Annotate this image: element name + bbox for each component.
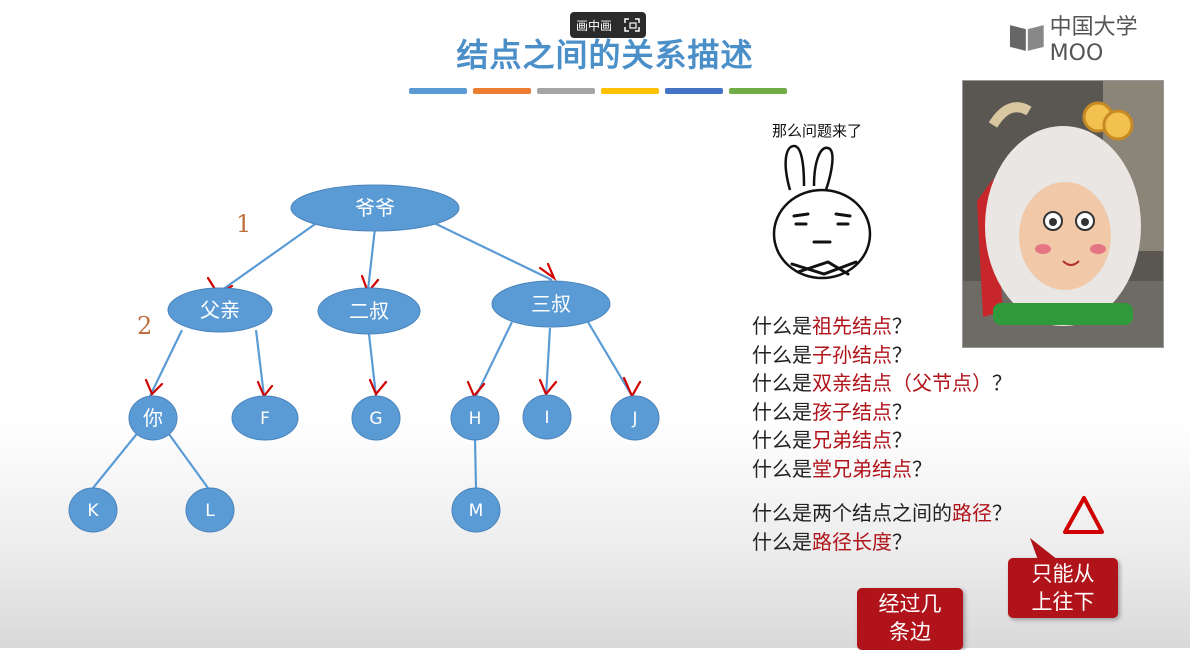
node-k — [68, 487, 118, 533]
node-h — [450, 395, 500, 441]
question-term: 堂兄弟结点 — [812, 456, 912, 481]
question-mark: ？ — [892, 314, 912, 338]
stripe — [537, 88, 595, 94]
node-you — [128, 395, 178, 441]
node-label: I — [544, 408, 549, 428]
node-label: 爷爷 — [355, 196, 395, 220]
question-term: 路径 — [952, 501, 992, 525]
node-label: 你 — [143, 406, 163, 430]
question-prefix: 什么是 — [752, 314, 812, 338]
node-label: 三叔 — [531, 292, 571, 316]
book-logo-icon — [1009, 25, 1044, 51]
node-l — [185, 487, 235, 533]
question-term: 子孙结点 — [812, 342, 892, 367]
question-prefix: 什么是 — [752, 371, 812, 395]
question-mark: ？ — [912, 456, 932, 481]
toy-ride-photo — [962, 80, 1164, 348]
question-mark: ？ — [992, 501, 1012, 525]
slide-title: 结点之间的关系描述 — [456, 36, 754, 74]
question-item: 什么是双亲结点（父节点）？ — [752, 369, 1012, 398]
stripe — [729, 88, 787, 94]
callout-top-down: 只能从 上往下 — [1008, 558, 1118, 618]
node-grandpa — [290, 184, 460, 232]
callout-line: 条边 — [889, 620, 931, 644]
node-label: J — [631, 409, 637, 429]
node-label: M — [469, 501, 484, 521]
question-prefix: 什么是两个结点之间的 — [752, 501, 952, 525]
level-label-2: 2 — [137, 312, 153, 340]
callout-edge-count: 经过几 条边 — [857, 588, 963, 650]
node-label: F — [260, 409, 270, 429]
node-label: G — [369, 409, 382, 429]
stripe — [665, 88, 723, 94]
question-mark: ？ — [892, 428, 912, 452]
mooc-logo: 中国大学MOO — [1008, 15, 1190, 66]
question-prefix: 什么是 — [752, 342, 812, 367]
callout-tail-icon — [1030, 538, 1058, 560]
node-label: 二叔 — [349, 299, 389, 323]
node-label: 父亲 — [200, 298, 240, 322]
stripe — [473, 88, 531, 94]
callout-line: 上往下 — [1031, 590, 1095, 614]
node-j — [610, 395, 660, 441]
logo-text: 中国大学MOO — [1049, 14, 1138, 66]
stripe — [409, 88, 467, 94]
question-item: 什么是祖先结点？ — [752, 312, 1012, 341]
node-third-uncle — [491, 280, 611, 328]
question-prefix: 什么是 — [752, 456, 812, 481]
question-item: 什么是堂兄弟结点？ — [752, 455, 1012, 484]
family-tree-diagram: 爷爷 父亲 二叔 三叔 你 F G H I J K L M — [68, 184, 660, 533]
rabbit-caption: 那么问题来了 — [772, 122, 863, 140]
question-term: 路径长度 — [812, 529, 892, 554]
node-f — [231, 395, 299, 441]
callout-line: 经过几 — [878, 592, 942, 616]
triangle-annotation-icon — [1063, 496, 1104, 534]
title-underline-stripes — [409, 88, 787, 94]
question-term: 双亲结点（父节点） — [812, 371, 992, 395]
question-mark: ？ — [892, 399, 912, 424]
question-prefix: 什么是 — [752, 428, 812, 452]
question-mark: ？ — [992, 371, 1012, 395]
node-label: K — [87, 501, 99, 521]
node-i — [522, 394, 572, 440]
level-label-1: 1 — [236, 210, 252, 238]
picture-in-picture-button[interactable]: 画中画 — [570, 12, 646, 38]
sheep-toy-image — [963, 81, 1163, 347]
stripe — [601, 88, 659, 94]
question-list: 什么是祖先结点？ 什么是子孙结点？ 什么是双亲结点（父节点）？ 什么是孩子结点？… — [752, 312, 1012, 556]
pip-label: 画中画 — [576, 18, 613, 33]
node-label: L — [205, 501, 215, 521]
node-g — [351, 395, 401, 441]
question-mark: ？ — [892, 342, 912, 367]
callout-line: 只能从 — [1031, 562, 1095, 586]
question-prefix: 什么是 — [752, 399, 812, 424]
node-m — [451, 487, 501, 533]
question-item: 什么是子孙结点？ — [752, 341, 1012, 370]
node-father — [167, 287, 273, 333]
question-item: 什么是路径长度？ — [752, 528, 1012, 557]
node-second-uncle — [317, 287, 421, 335]
question-mark: ？ — [892, 529, 912, 554]
question-prefix: 什么是 — [752, 529, 812, 554]
question-term: 祖先结点 — [812, 314, 892, 338]
question-term: 兄弟结点 — [812, 428, 892, 452]
question-item: 什么是兄弟结点？ — [752, 426, 1012, 455]
question-term: 孩子结点 — [812, 399, 892, 424]
pip-expand-icon — [624, 18, 640, 32]
rabbit-meme-icon — [772, 144, 872, 280]
question-item: 什么是两个结点之间的路径？ — [752, 499, 1012, 528]
node-label: H — [469, 409, 482, 429]
question-item: 什么是孩子结点？ — [752, 398, 1012, 427]
